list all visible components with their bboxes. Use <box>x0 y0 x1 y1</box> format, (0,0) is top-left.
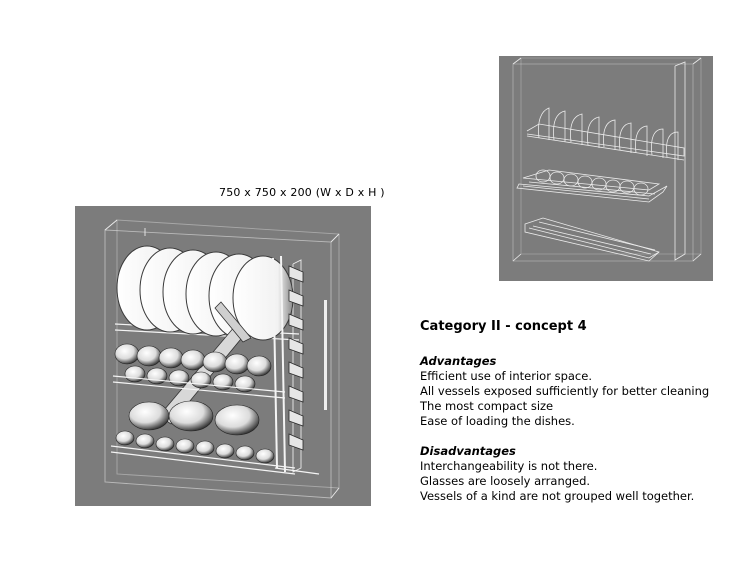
advantage-item: Ease of loading the dishes. <box>420 414 575 428</box>
wireframe-render-image <box>499 56 713 281</box>
advantage-item: All vessels exposed sufficiently for bet… <box>420 384 710 398</box>
advantages-section: Advantages Efficient use of interior spa… <box>420 354 709 429</box>
advantages-list: Efficient use of interior space. All ves… <box>420 369 709 429</box>
disadvantage-item: Glasses are loosely arranged. <box>420 474 591 488</box>
disadvantages-list: Interchangeability is not there. Glasses… <box>420 459 694 504</box>
shaded-render-image <box>75 206 371 506</box>
advantage-item: The most compact size <box>420 399 554 413</box>
advantage-item: Efficient use of interior space. <box>420 369 592 383</box>
concept-title: Category II - concept 4 <box>420 319 587 334</box>
advantages-heading: Advantages <box>420 354 497 368</box>
disadvantage-item: Vessels of a kind are not grouped well t… <box>420 489 695 503</box>
disadvantage-item: Interchangeability is not there. <box>420 459 598 473</box>
wireframe-drawing <box>512 57 702 262</box>
disadvantages-section: Disadvantages Interchangeability is not … <box>420 444 694 504</box>
dimensions-label: 750 x 750 x 200 (W x D x H ) <box>219 186 385 199</box>
shaded-drawing <box>104 219 340 499</box>
disadvantages-heading: Disadvantages <box>420 444 516 458</box>
